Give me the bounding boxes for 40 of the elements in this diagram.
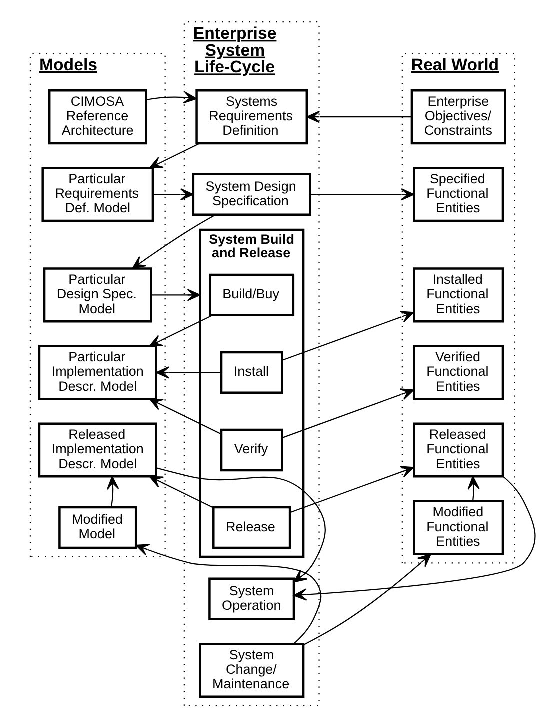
arrow (146, 91, 198, 104)
arrow (149, 143, 200, 169)
node-box: System Operation (208, 578, 296, 620)
node-box: Enterprise Objectives/ Constraints (410, 90, 506, 145)
arrow (156, 468, 326, 583)
node-box: Verify (220, 428, 284, 472)
node-box: Install (220, 351, 284, 394)
node-box: Systems Requirements Definition (196, 90, 308, 145)
arrow (149, 398, 222, 435)
arrow (282, 311, 414, 362)
node-box: Installed Functional Entities (413, 268, 504, 323)
node-box: Release (212, 506, 292, 550)
node-box: Modified Model (58, 506, 138, 550)
arrow (303, 554, 432, 646)
arrow (468, 476, 480, 502)
arrow (149, 314, 213, 347)
arrow (282, 388, 414, 439)
arrow (156, 366, 222, 379)
node-box: Particular Requirements Def. Model (42, 167, 154, 222)
node-box: System Design Specification (192, 173, 312, 216)
arrow (106, 476, 120, 508)
arrow (310, 188, 415, 201)
arrow (132, 214, 216, 270)
arrow (294, 476, 536, 601)
node-box: System Change/ Maintenance (199, 642, 305, 698)
node-box: Specified Functional Entities (413, 167, 504, 222)
node-box: Particular Design Spec. Model (43, 268, 152, 323)
arrow (306, 110, 412, 124)
node-box: Particular Implementation Descr. Model (38, 345, 158, 400)
arrow (290, 466, 414, 514)
node-box: Verified Functional Entities (413, 345, 504, 400)
arrow (153, 188, 194, 201)
node-box: Released Implementation Descr. Model (38, 422, 158, 478)
arrow (151, 289, 201, 302)
node-box: CIMOSA Reference Architecture (48, 90, 148, 145)
node-box: Released Functional Entities (413, 422, 504, 478)
node-box: Build/Buy (209, 274, 295, 317)
arrow (136, 544, 322, 644)
arrow (149, 476, 214, 508)
node-box: Modified Functional Entities (413, 500, 504, 556)
